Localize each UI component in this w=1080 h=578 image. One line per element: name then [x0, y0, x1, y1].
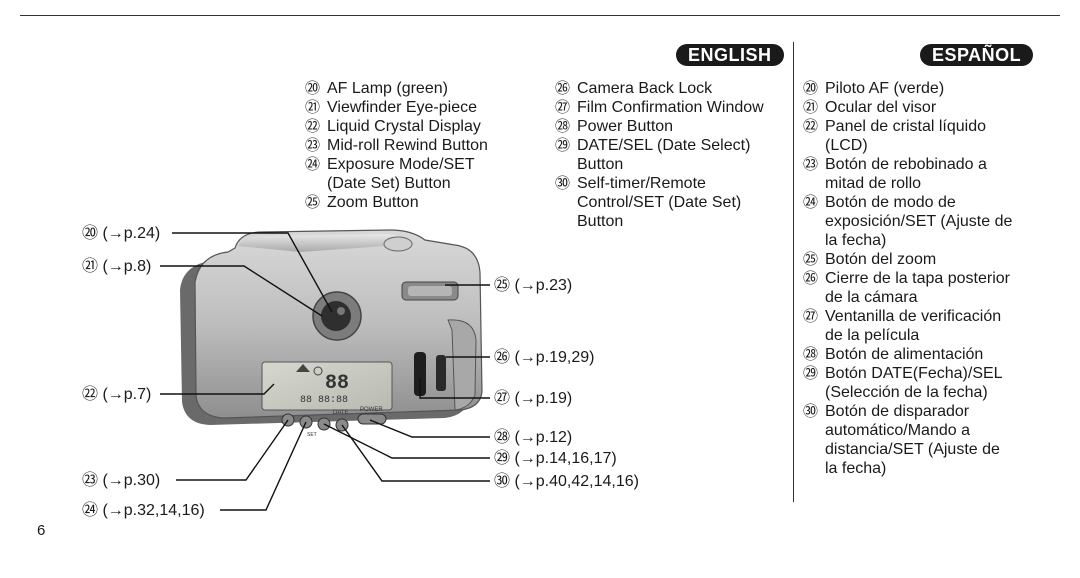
- callout-24: ㉔ (→p.32,14,16): [82, 502, 205, 519]
- top-rule: [20, 15, 1060, 16]
- camera-grip: [447, 319, 477, 411]
- lcd-counter: 88: [325, 372, 349, 395]
- camera-top: [238, 234, 415, 252]
- callout-28: ㉘ (→p.12): [494, 429, 573, 446]
- leader-line-24: [220, 421, 307, 511]
- callout-30: ㉚ (→p.40,42,14,16): [494, 473, 639, 490]
- callout-25: ㉕ (→p.23): [494, 277, 573, 294]
- leader-line-23: [176, 419, 289, 481]
- power-button-icon: [357, 413, 387, 425]
- film-window-icon: [414, 352, 426, 396]
- power-label: POWER: [360, 407, 383, 413]
- lcd-mode-icon: [296, 364, 310, 372]
- callout-29: ㉙ (→p.14,16,17): [494, 450, 617, 467]
- callout-20: ⑳ (→p.24): [82, 225, 161, 242]
- leader-lines: [160, 232, 490, 511]
- callout-26: ㉖ (→p.19,29): [494, 349, 595, 366]
- callout-21: ㉑ (→p.8): [82, 258, 152, 275]
- viewfinder-lens-icon: [321, 301, 351, 331]
- leader-line-21: [160, 265, 323, 317]
- lcd-date: 88 88:88: [300, 395, 348, 406]
- callout-27: ㉗ (→p.19): [494, 390, 573, 407]
- viewfinder-glint-icon: [337, 307, 345, 315]
- callout-23: ㉓ (→p.30): [82, 472, 161, 489]
- lcd-date-label: DATE: [333, 410, 349, 416]
- af-lamp-icon: [383, 236, 413, 252]
- column-divider: [793, 42, 794, 502]
- english-badge: ENGLISH: [676, 44, 784, 66]
- back-lock-icon: [436, 355, 446, 391]
- leader-line-22: [160, 383, 275, 395]
- leader-line-20: [172, 232, 333, 313]
- leader-line-30: [341, 424, 490, 482]
- spanish-badge: ESPAÑOL: [920, 44, 1034, 66]
- set-label: SET: [307, 432, 317, 438]
- page-number: 6: [37, 522, 46, 539]
- leader-line-27: [419, 378, 490, 399]
- leader-line-28: [369, 419, 490, 438]
- callout-22: ㉒ (→p.7): [82, 386, 152, 403]
- lcd-panel: [261, 361, 393, 411]
- leader-line-29: [323, 423, 490, 459]
- lcd-flash-icon: [313, 366, 323, 376]
- zoom-button-face: [408, 286, 452, 296]
